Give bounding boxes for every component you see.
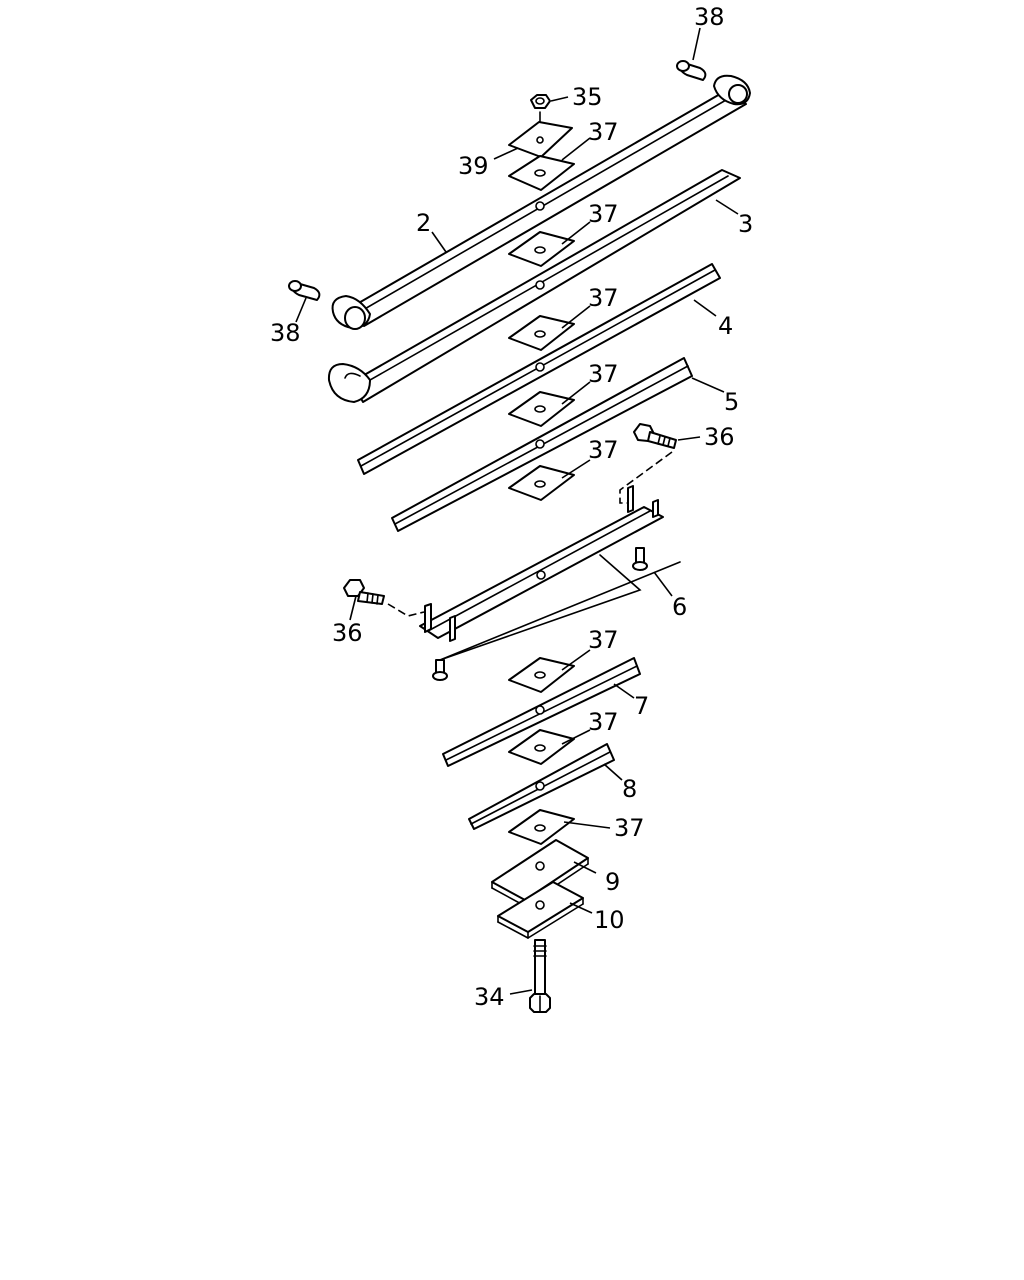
- callout-37-b: 37: [588, 200, 619, 228]
- callout-36-left: 36: [332, 619, 363, 647]
- callout-38-left: 38: [270, 319, 301, 347]
- bracket-assembly-6[interactable]: [419, 485, 681, 681]
- callout-37-d: 37: [588, 360, 619, 388]
- callout-39: 39: [458, 152, 489, 180]
- spacer-10[interactable]: [497, 881, 584, 939]
- bushing-top[interactable]: [676, 60, 707, 81]
- callout-9: 9: [605, 868, 620, 896]
- callout-37-h: 37: [614, 814, 645, 842]
- callout-37-c: 37: [588, 284, 619, 312]
- callout-8: 8: [622, 775, 637, 803]
- bolt-36-left[interactable]: [343, 579, 425, 617]
- callout-37-g: 37: [588, 708, 619, 736]
- callout-34: 34: [474, 983, 505, 1011]
- callout-2: 2: [416, 209, 431, 237]
- leader-lines: [295, 27, 739, 995]
- center-bolt-34[interactable]: [529, 939, 551, 1013]
- bolt-36-right[interactable]: [619, 423, 677, 504]
- callout-37-e: 37: [588, 436, 619, 464]
- callout-5: 5: [724, 388, 739, 416]
- callout-6: 6: [672, 593, 687, 621]
- bushing-left[interactable]: [288, 280, 321, 301]
- callout-3: 3: [738, 210, 753, 238]
- callout-36-right: 36: [704, 423, 735, 451]
- callout-35: 35: [572, 83, 603, 111]
- callout-38-top: 38: [694, 3, 725, 31]
- callout-37-a: 37: [588, 118, 619, 146]
- callout-labels: 38 35 37 39 2 37 3 38 37 4 37 5 36 37 6 …: [270, 3, 753, 1011]
- spacer-9[interactable]: [491, 839, 589, 907]
- callout-10: 10: [594, 906, 625, 934]
- callout-4: 4: [718, 312, 733, 340]
- main-leaf-2[interactable]: [331, 74, 751, 330]
- callout-7: 7: [634, 692, 649, 720]
- callout-37-f: 37: [588, 626, 619, 654]
